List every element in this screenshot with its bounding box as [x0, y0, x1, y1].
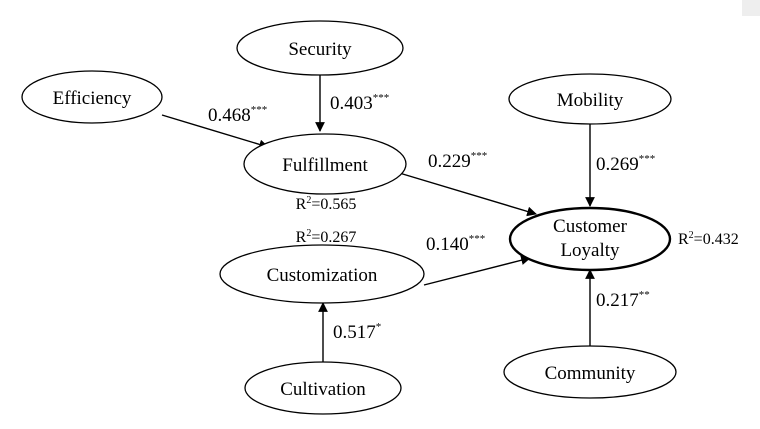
node-customer-loyalty-label-line1: Customer: [553, 216, 628, 237]
coef-sig: ***: [469, 233, 486, 245]
coef-value: 0.403: [330, 93, 373, 114]
coef-security-fulfillment: 0.403***: [330, 92, 389, 114]
node-customer-loyalty-label-line2: Loyalty: [560, 240, 620, 261]
coef-value: 0.140: [426, 234, 469, 255]
coef-sig: ***: [471, 150, 488, 162]
coef-sig: ***: [251, 104, 268, 116]
coef-value: 0.468: [208, 105, 251, 126]
coef-value: 0.217: [596, 290, 639, 311]
node-community-label: Community: [545, 363, 636, 384]
node-efficiency: Efficiency: [21, 70, 163, 124]
coef-sig: *: [376, 321, 382, 333]
edge-customization-loyalty: [423, 255, 531, 286]
node-customer-loyalty: Customer Loyalty: [508, 206, 672, 272]
coef-value: 0.229: [428, 151, 471, 172]
coef-sig: ***: [639, 153, 656, 165]
coef-value: 0.269: [596, 154, 639, 175]
node-fulfillment-label: Fulfillment: [282, 155, 368, 176]
coef-community-loyalty: 0.217**: [596, 289, 650, 311]
node-customization-label: Customization: [267, 265, 378, 286]
node-efficiency-label: Efficiency: [53, 88, 132, 109]
edge-fulfillment-loyalty: [395, 171, 537, 217]
r2-fulfillment: R2=0.565: [296, 195, 357, 213]
r2-customization: R2=0.267: [296, 228, 357, 246]
coef-cultivation-customization: 0.517*: [333, 321, 381, 343]
coef-sig: ***: [373, 92, 390, 104]
node-mobility: Mobility: [508, 73, 672, 125]
corner-box: [742, 0, 760, 16]
coef-sig: **: [639, 289, 650, 301]
node-fulfillment: Fulfillment: [243, 133, 407, 195]
coef-mobility-loyalty: 0.269***: [596, 153, 655, 175]
r2-customer-loyalty: R2=0.432: [678, 230, 739, 248]
coef-fulfillment-loyalty: 0.229***: [428, 150, 487, 172]
node-security: Security: [236, 20, 404, 76]
node-security-label: Security: [288, 39, 352, 60]
node-mobility-label: Mobility: [557, 90, 624, 111]
node-community: Community: [503, 345, 677, 399]
coef-customization-loyalty: 0.140***: [426, 233, 485, 255]
edge-efficiency-fulfillment: [161, 114, 269, 150]
node-customization: Customization: [219, 244, 425, 304]
coef-value: 0.517: [333, 322, 376, 343]
node-cultivation: Cultivation: [244, 361, 402, 415]
coef-efficiency-fulfillment: 0.468***: [208, 104, 267, 126]
node-cultivation-label: Cultivation: [280, 379, 366, 400]
